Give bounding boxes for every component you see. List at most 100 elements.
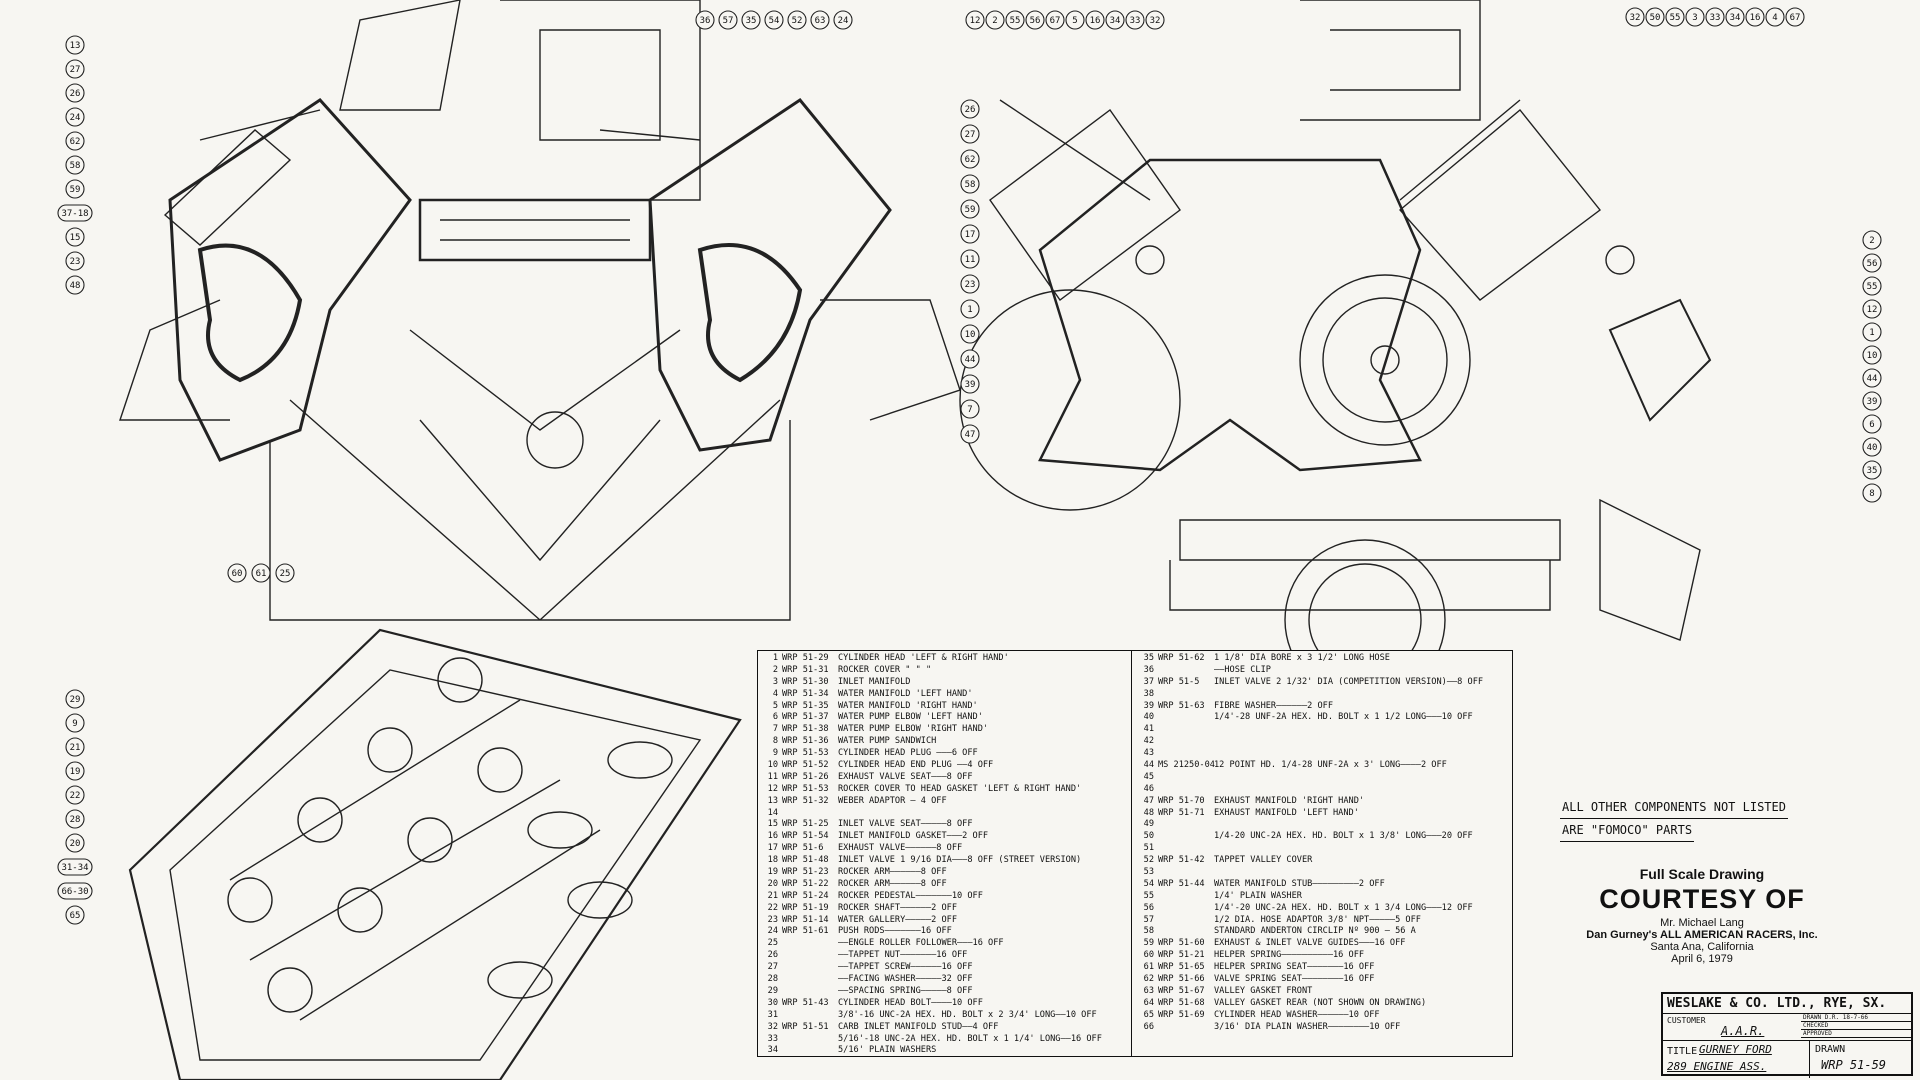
part-reference: WRP 51-60 <box>1158 938 1205 949</box>
callout-label: 2 <box>1869 236 1874 246</box>
callout-bubble: 11 <box>960 249 980 269</box>
part-description: CYLINDER HEAD END PLUG ——4 OFF <box>838 760 994 771</box>
part-reference: WRP 51-31 <box>782 664 829 675</box>
title-block-title-line-1: GURNEY FORD <box>1699 1043 1772 1056</box>
part-reference: WRP 51-61 <box>782 926 829 937</box>
part-description: INLET VALVE 2 1/32' DIA (COMPETITION VER… <box>1214 676 1484 687</box>
callout-label: 15 <box>70 233 81 243</box>
callout-label: 55 <box>1670 13 1681 23</box>
callout-bubble: 20 <box>65 833 85 853</box>
callout-bubble: 54 <box>764 10 784 30</box>
callout-label: 10 <box>965 330 976 340</box>
part-description: ROCKER PEDESTAL———————10 OFF <box>838 890 983 901</box>
part-reference <box>1158 772 1214 784</box>
title-block-approved-label: APPROVED <box>1801 1030 1911 1038</box>
part-number: 52 <box>1143 855 1154 866</box>
callout-label: 6 <box>1869 420 1874 430</box>
callout-bubble: 22 <box>65 785 85 805</box>
part-description: ——HOSE CLIP <box>1214 664 1271 675</box>
callout-bubble: 6 <box>1862 414 1882 434</box>
callout-bubble: 1 <box>960 299 980 319</box>
part-number: 56 <box>1143 902 1154 913</box>
cross-section-view <box>119 0 961 621</box>
callout-label: 21 <box>70 743 81 753</box>
part-description: FIBRE WASHER——————2 OFF <box>1214 700 1333 711</box>
part-reference: WRP 51-5 <box>1158 676 1200 687</box>
callout-bubble: 40 <box>1862 437 1882 457</box>
callout-label: 12 <box>970 16 981 26</box>
part-reference: MS 21250-04 <box>1158 760 1215 771</box>
callout-bubble: 59 <box>960 199 980 219</box>
part-number: 59 <box>1143 938 1154 949</box>
part-reference <box>1158 819 1214 831</box>
part-description: 1/4' PLAIN WASHER <box>1214 890 1302 901</box>
callout-label: 62 <box>70 137 81 147</box>
part-number: 28 <box>767 974 778 985</box>
callout-label: 16 <box>1750 13 1761 23</box>
part-reference <box>782 986 838 998</box>
parts-row: 42 <box>1138 736 1510 748</box>
part-description: CARB INLET MANIFOLD STUD——4 OFF <box>838 1021 999 1032</box>
callout-label: 1 <box>1869 328 1874 338</box>
part-number: 44 <box>1143 760 1154 771</box>
part-reference: WRP 51-53 <box>782 748 829 759</box>
callout-label: 44 <box>965 355 976 365</box>
part-number: 6 <box>772 712 778 723</box>
callout-label: 67 <box>1050 16 1061 26</box>
callout-label: 35 <box>1867 466 1878 476</box>
callout-label: 58 <box>70 161 81 171</box>
callout-bubble: 37-18 <box>57 204 93 222</box>
front-view <box>959 0 1712 701</box>
part-number: 57 <box>1143 914 1154 925</box>
part-number: 41 <box>1143 724 1154 735</box>
callout-label: 16 <box>1090 16 1101 26</box>
part-reference <box>1158 831 1214 843</box>
callout-bubble: 15 <box>65 227 85 247</box>
callout-label: 40 <box>1867 443 1878 453</box>
callout-bubble: 56 <box>1862 253 1882 273</box>
parts-row: 49 <box>1138 819 1510 831</box>
callout-bubble: 47 <box>960 424 980 444</box>
part-number: 31 <box>767 1009 778 1020</box>
courtesy-person: Mr. Michael Lang <box>1660 917 1744 929</box>
part-description: INLET MANIFOLD GASKET———2 OFF <box>838 831 989 842</box>
part-reference <box>1158 712 1214 724</box>
title-block-approvals: DRAWN D.R. 18-7-66 CHECKED APPROVED <box>1801 1014 1911 1038</box>
callout-label: 55 <box>1867 282 1878 292</box>
callout-bubble: 2 <box>985 10 1005 30</box>
callout-label: 36 <box>700 16 711 26</box>
part-description <box>1214 784 1510 796</box>
callout-label: 17 <box>965 230 976 240</box>
part-number: 25 <box>767 938 778 949</box>
part-reference: WRP 51-34 <box>782 688 829 699</box>
callout-bubble: 61 <box>251 563 271 583</box>
part-description: EXHAUST VALVE——————8 OFF <box>838 843 963 854</box>
part-reference <box>1158 891 1214 903</box>
callout-bubble: 5 <box>1065 10 1085 30</box>
parts-row: 45 <box>1138 772 1510 784</box>
callout-bubble: 24 <box>833 10 853 30</box>
title-block-checked-label: CHECKED <box>1801 1022 1911 1030</box>
callout-bubble: 50 <box>1645 7 1665 27</box>
callout-bubble: 23 <box>960 274 980 294</box>
part-reference: WRP 51-24 <box>782 890 829 901</box>
callout-label: 66-30 <box>61 887 88 897</box>
callout-label: 59 <box>70 185 81 195</box>
parts-row: 46 <box>1138 784 1510 796</box>
part-description <box>1214 867 1510 879</box>
part-reference: WRP 51-19 <box>782 902 829 913</box>
part-number: 64 <box>1143 997 1154 1008</box>
part-reference: WRP 51-67 <box>1158 985 1205 996</box>
note-line-1: ALL OTHER COMPONENTS NOT LISTED <box>1560 796 1788 819</box>
